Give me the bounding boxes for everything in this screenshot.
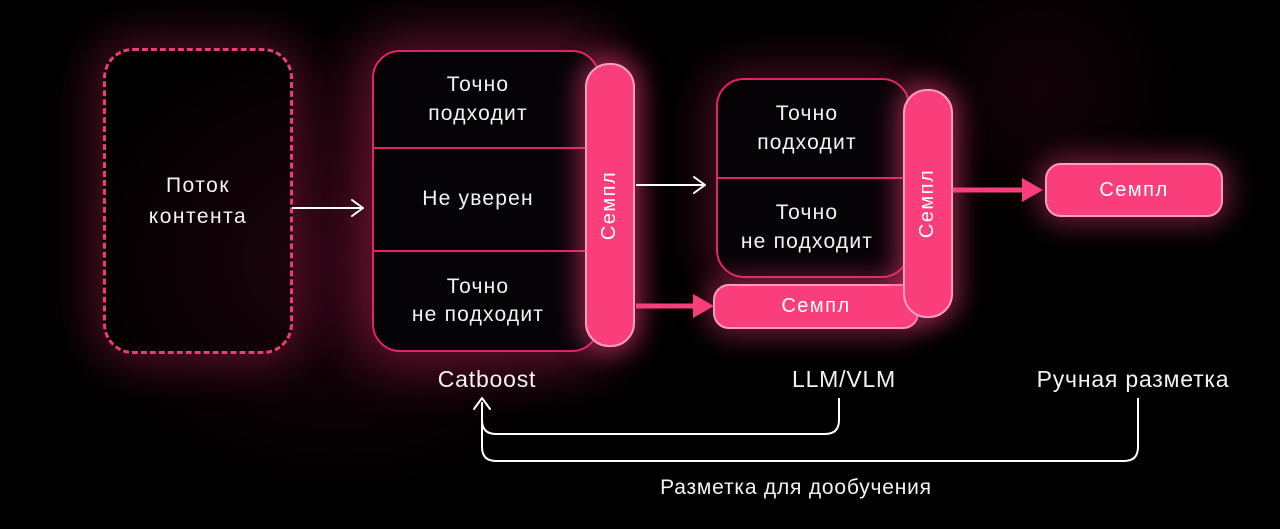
catboost-row-fits-label: Точно подходит bbox=[428, 73, 528, 125]
catboost-row-fits: Точно подходит bbox=[374, 52, 598, 147]
manual-markup-caption: Ручная разметка bbox=[1036, 366, 1230, 392]
catboost-sample-label: Семпл bbox=[598, 170, 621, 240]
llm-vlm-caption: LLM/VLM bbox=[791, 366, 897, 392]
llm-row-fits: Точно подходит bbox=[718, 80, 908, 177]
arrow-stream-to-catboost bbox=[292, 199, 364, 217]
feedback-curve-inner bbox=[481, 398, 840, 435]
catboost-row-unsure: Не уверен bbox=[374, 147, 598, 250]
feedback-curve-outer bbox=[481, 398, 1139, 462]
manual-sample-label: Семпл bbox=[1099, 178, 1169, 201]
manual-sample-pill: Семпл bbox=[1045, 163, 1223, 217]
catboost-sample-bar: Семпл bbox=[585, 63, 635, 347]
llm-row-not-fits: Точно не подходит bbox=[718, 177, 908, 276]
catboost-row-not-fits-label: Точно не подходит bbox=[411, 274, 545, 326]
catboost-row-unsure-label: Не уверен bbox=[422, 187, 534, 211]
llm-sample-bottom-pill: Семпл bbox=[713, 284, 919, 329]
llm-sample-bottom-label: Семпл bbox=[781, 295, 851, 317]
llm-sample-label: Семпл bbox=[916, 168, 939, 239]
arrow-catboost-to-llm bbox=[636, 176, 706, 194]
arrow-llm-to-manual bbox=[953, 178, 1043, 202]
catboost-box: Точно подходит Не уверен Точно не подход… bbox=[372, 50, 600, 352]
feedback-label: Разметка для дообучения bbox=[660, 476, 932, 499]
llm-sample-bar: Семпл bbox=[903, 89, 953, 318]
arrow-catboost-to-sample bbox=[636, 294, 714, 318]
content-stream-box: Поток контента bbox=[103, 48, 293, 354]
llm-row-fits-label: Точно подходит bbox=[757, 102, 857, 154]
catboost-caption: Catboost bbox=[437, 366, 537, 392]
feedback-arrowhead bbox=[473, 397, 491, 410]
llm-row-not-fits-label: Точно не подходит bbox=[740, 201, 874, 253]
llm-vlm-box: Точно подходит Точно не подходит bbox=[716, 78, 910, 278]
content-stream-label: Поток контента bbox=[148, 173, 248, 229]
catboost-row-not-fits: Точно не подходит bbox=[374, 250, 598, 350]
